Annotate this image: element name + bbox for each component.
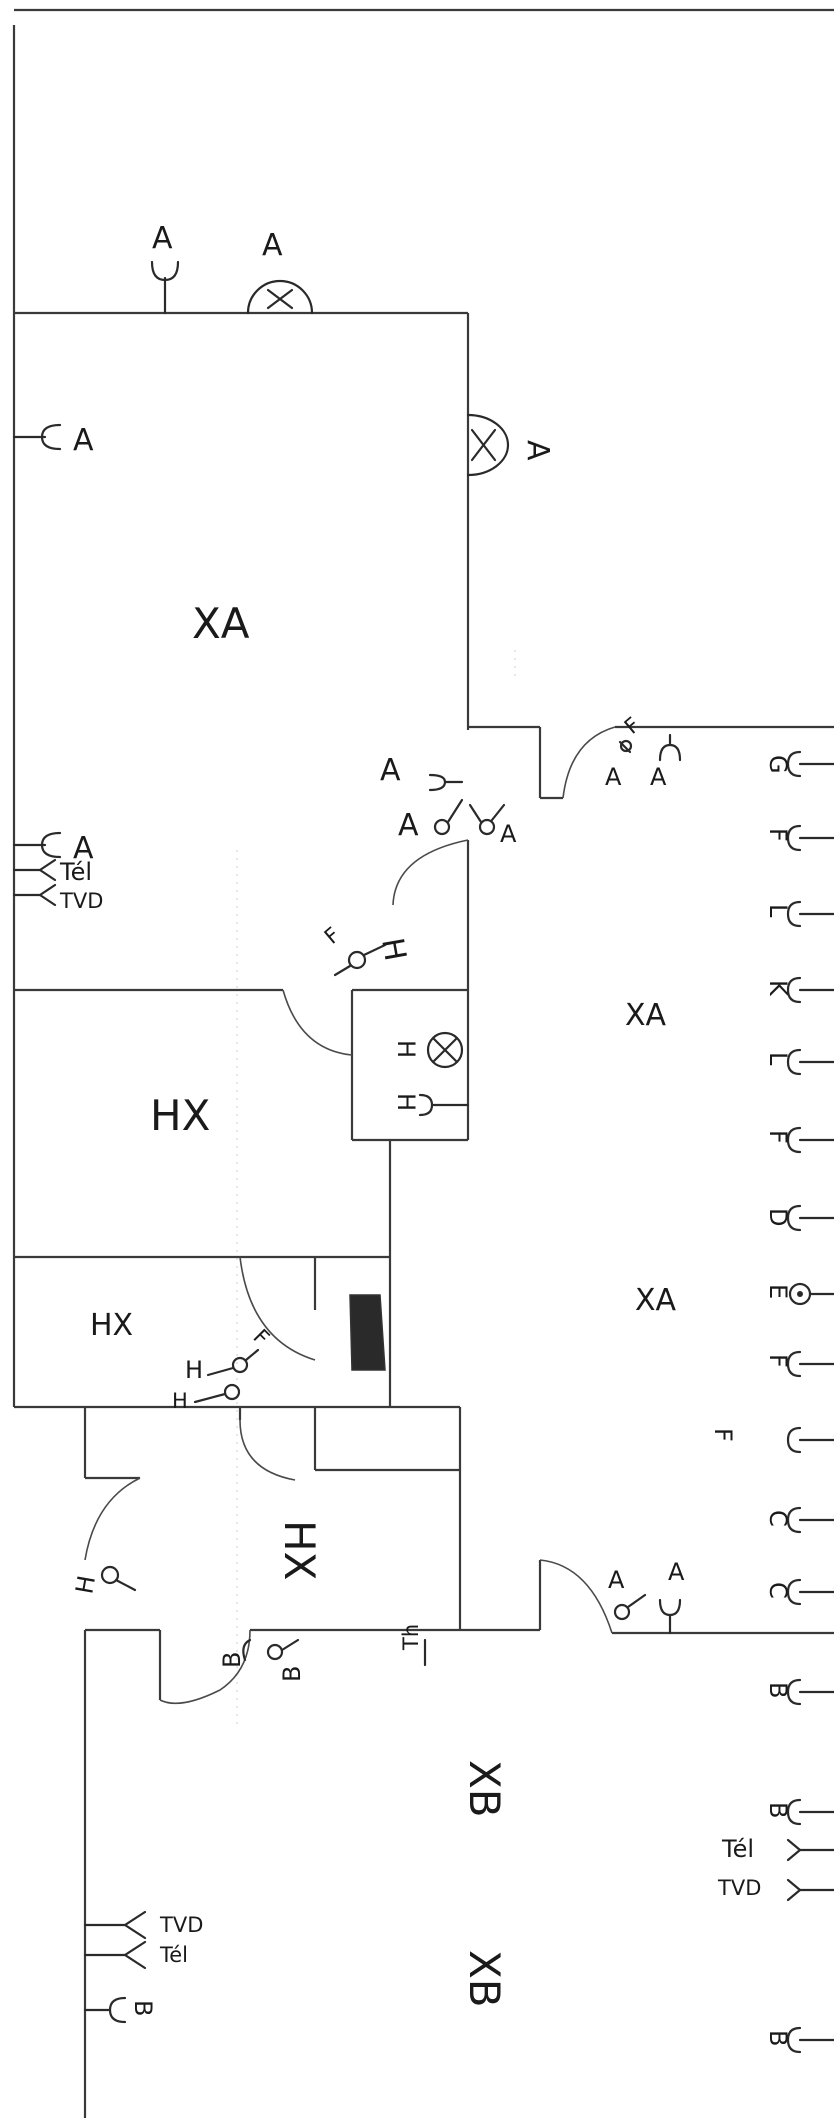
symbol-label: A <box>605 763 622 791</box>
symbol-label: F <box>709 1428 737 1442</box>
stair-triangle <box>349 1294 386 1371</box>
symbol-label: H <box>392 1093 420 1111</box>
symbol-label: Th <box>399 1624 423 1651</box>
symbol-label: C <box>764 1582 792 1599</box>
symbol-label: A <box>262 228 283 263</box>
symbol-label: H <box>392 1040 420 1058</box>
symbol-label: A <box>152 221 173 256</box>
symbol-label: Tél <box>59 858 92 886</box>
symbol-label: L <box>764 1052 792 1066</box>
symbol-label: A <box>73 423 94 458</box>
symbol-label: C <box>764 1510 792 1527</box>
symbol-label: B <box>764 1802 792 1818</box>
symbol-label: F <box>764 1354 792 1368</box>
symbol-label: F <box>248 1325 274 1351</box>
symbol-label: H <box>70 1573 101 1596</box>
symbol-label: A <box>500 820 517 848</box>
symbol-label: F <box>764 828 792 842</box>
room-label: XA <box>635 1283 677 1318</box>
symbol-label: Tél <box>721 1835 754 1863</box>
symbol-label: H <box>374 935 412 963</box>
symbol-label: E <box>764 1284 792 1299</box>
symbol-label: K <box>764 980 792 997</box>
right-outlets <box>786 750 834 2054</box>
symbol-label: F <box>620 713 645 739</box>
door-swings <box>84 726 616 1705</box>
room-label: XB <box>460 1950 509 2008</box>
room-label: XA <box>192 599 250 648</box>
symbol-label: B <box>218 1652 246 1668</box>
symbol-label: TVD <box>717 1876 761 1900</box>
symbol-label: H <box>185 1356 203 1384</box>
symbol-label: F <box>320 923 345 949</box>
symbol-label: H <box>172 1389 188 1413</box>
symbol-label: Tél <box>159 1943 188 1967</box>
symbol-label: A <box>73 831 94 866</box>
room-label: XA <box>625 998 667 1033</box>
room-label: HX <box>150 1091 210 1140</box>
symbol-label: A <box>520 440 555 461</box>
electrical-symbols <box>12 260 834 2054</box>
symbol-label: B <box>278 1666 306 1682</box>
symbol-label: A <box>608 1566 625 1594</box>
room-label: HX <box>275 1520 324 1580</box>
symbol-label: A <box>668 1558 685 1586</box>
symbol-label: L <box>764 904 792 918</box>
symbol-label: D <box>764 1208 792 1226</box>
symbol-label: F <box>764 1130 792 1144</box>
symbol-label: A <box>650 763 667 791</box>
symbol-label: B <box>129 2000 157 2016</box>
room-label: HX <box>90 1308 133 1343</box>
symbol-label: A <box>380 753 401 788</box>
symbol-label: B <box>764 2030 792 2046</box>
room-label: XB <box>460 1760 509 1818</box>
symbol-label: A <box>398 808 419 843</box>
symbol-label: B <box>764 1682 792 1698</box>
symbol-label: G <box>764 755 792 774</box>
symbol-label: TVD <box>59 889 103 913</box>
symbol-label: TVD <box>159 1913 203 1937</box>
walls <box>12 8 834 2118</box>
